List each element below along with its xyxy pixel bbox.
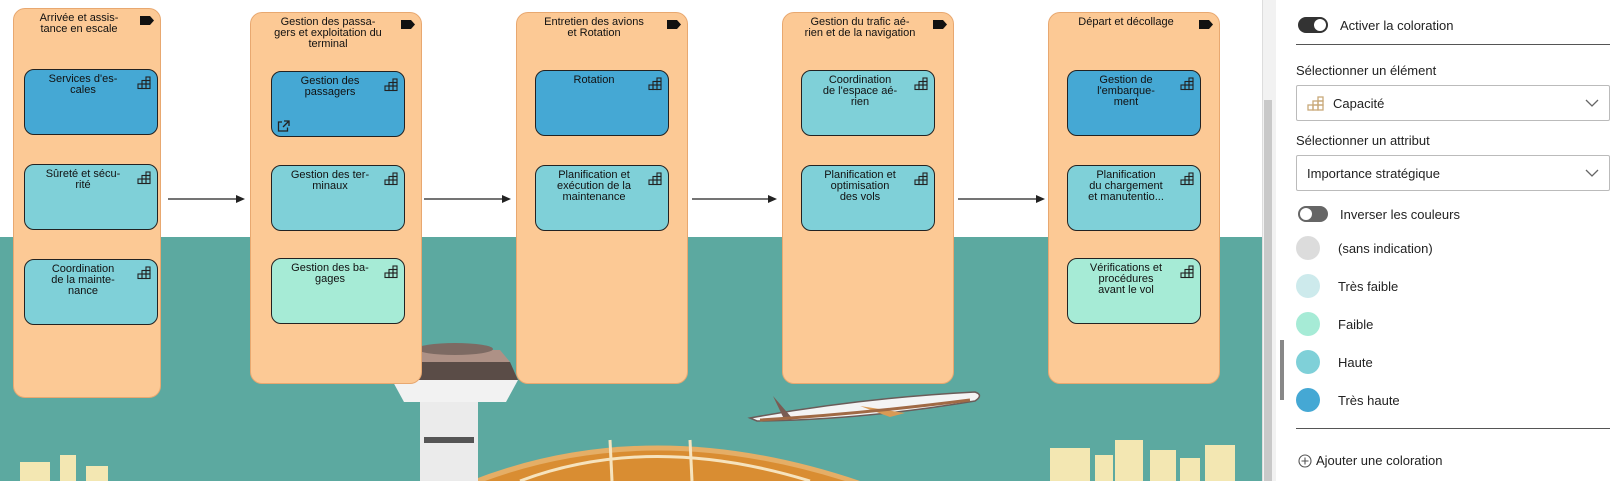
element-select-value: Capacité: [1333, 96, 1385, 111]
capability-box[interactable]: Vérifications et procédures avant le vol: [1067, 258, 1201, 324]
capability-label: Coordination de la mainte- nance: [51, 263, 115, 297]
flow-arrow-3: [692, 195, 777, 203]
stage-title: Gestion du trafic aé- rien et de la navi…: [804, 16, 916, 39]
capability-box[interactable]: Planification du chargement et manutenti…: [1067, 165, 1201, 231]
element-select-label: Sélectionner un élément: [1296, 63, 1437, 78]
value-stream-tag-icon: [933, 20, 947, 29]
legend-swatch[interactable]: [1296, 274, 1320, 298]
invert-colors-label: Inverser les couleurs: [1340, 207, 1460, 222]
legend-swatch[interactable]: [1296, 388, 1320, 412]
flow-arrow-1: [168, 195, 245, 203]
capability-icon: [914, 172, 928, 186]
capability-label: Planification et optimisation des vols: [824, 169, 896, 203]
legend-swatch[interactable]: [1296, 236, 1320, 260]
capability-box[interactable]: Gestion des ter- minaux: [271, 165, 405, 231]
stage-title: Entretien des avions et Rotation: [544, 16, 644, 39]
capability-box[interactable]: Rotation: [535, 70, 669, 136]
flow-arrow-2: [424, 195, 511, 203]
value-stream-tag-icon: [667, 20, 681, 29]
plus-circle-icon: [1298, 454, 1312, 468]
canvas-scrollbar[interactable]: [1264, 100, 1272, 481]
element-select[interactable]: Capacité: [1296, 85, 1610, 121]
capability-box[interactable]: Gestion des passagers: [271, 71, 405, 137]
add-coloring-button[interactable]: Ajouter une coloration: [1298, 452, 1498, 470]
enable-coloring-toggle[interactable]: [1298, 17, 1328, 33]
attribute-select-label: Sélectionner un attribut: [1296, 133, 1430, 148]
capability-icon: [914, 77, 928, 91]
capability-icon: [1180, 265, 1194, 279]
capability-icon: [137, 171, 151, 185]
legend-label: Très faible: [1338, 279, 1399, 294]
capability-label: Coordination de l'espace aé- rien: [822, 74, 898, 108]
legend-swatch[interactable]: [1296, 312, 1320, 336]
capability-icon: [1307, 96, 1324, 111]
enable-coloring-label: Activer la coloration: [1340, 18, 1454, 33]
legend-label: Haute: [1338, 355, 1373, 370]
stage-title: Arrivée et assis- tance en escale: [39, 12, 119, 35]
stage-title: Départ et décollage: [1078, 16, 1174, 28]
capability-label: Rotation: [573, 74, 615, 86]
capability-label: Vérifications et procédures avant le vol: [1089, 262, 1163, 296]
capability-icon: [384, 78, 398, 92]
capability-label: Services d'es- cales: [48, 73, 118, 96]
invert-colors-toggle[interactable]: [1298, 206, 1328, 222]
capability-label: Gestion des ter- minaux: [290, 169, 370, 192]
capability-label: Planification et exécution de la mainten…: [557, 169, 631, 203]
divider-line: [1296, 44, 1610, 45]
capability-box[interactable]: Coordination de l'espace aé- rien: [801, 70, 935, 136]
capability-box[interactable]: Sûreté et sécu- rité: [24, 164, 158, 230]
capability-icon: [648, 172, 662, 186]
legend-label: Très haute: [1338, 393, 1400, 408]
chevron-down-icon: [1585, 99, 1599, 107]
value-stream-tag-icon: [1199, 20, 1213, 29]
capability-icon: [384, 265, 398, 279]
value-stage-4[interactable]: Gestion du trafic aé- rien et de la navi…: [782, 12, 954, 384]
value-stream-tag-icon: [401, 20, 415, 29]
capability-label: Gestion des passagers: [300, 75, 360, 98]
legend-label: (sans indication): [1338, 241, 1433, 256]
chevron-down-icon: [1585, 169, 1599, 177]
add-coloring-label: Ajouter une coloration: [1316, 453, 1443, 468]
capability-box[interactable]: Planification et optimisation des vols: [801, 165, 935, 231]
capability-label: Sûreté et sécu- rité: [45, 168, 121, 191]
resize-handle[interactable]: [1280, 340, 1284, 400]
divider-line: [1296, 428, 1610, 429]
attribute-select[interactable]: Importance stratégique: [1296, 155, 1610, 191]
capability-box[interactable]: Planification et exécution de la mainten…: [535, 165, 669, 231]
capability-icon: [1180, 172, 1194, 186]
legend-label: Faible: [1338, 317, 1374, 332]
value-stage-2[interactable]: Gestion des passa- gers et exploitation …: [250, 12, 422, 384]
capability-box[interactable]: Gestion de l'embarque- ment: [1067, 70, 1201, 136]
attribute-select-value: Importance stratégique: [1307, 166, 1440, 181]
capability-icon: [384, 172, 398, 186]
capability-box[interactable]: Services d'es- cales: [24, 69, 158, 135]
capability-box[interactable]: Gestion des ba- gages: [271, 258, 405, 324]
external-link-icon[interactable]: [276, 119, 290, 133]
legend-swatch[interactable]: [1296, 350, 1320, 374]
capability-label: Planification du chargement et manutenti…: [1088, 169, 1164, 203]
capability-icon: [137, 266, 151, 280]
capability-box[interactable]: Coordination de la mainte- nance: [24, 259, 158, 325]
capability-label: Gestion des ba- gages: [291, 262, 369, 285]
value-stream-tag-icon: [140, 16, 154, 25]
capability-label: Gestion de l'embarque- ment: [1097, 74, 1155, 108]
capability-icon: [1180, 77, 1194, 91]
coloring-panel: Activer la coloration Sélectionner un él…: [1288, 0, 1613, 481]
capability-icon: [648, 77, 662, 91]
flow-arrow-4: [958, 195, 1045, 203]
capability-icon: [137, 76, 151, 90]
stage-title: Gestion des passa- gers et exploitation …: [274, 16, 382, 50]
